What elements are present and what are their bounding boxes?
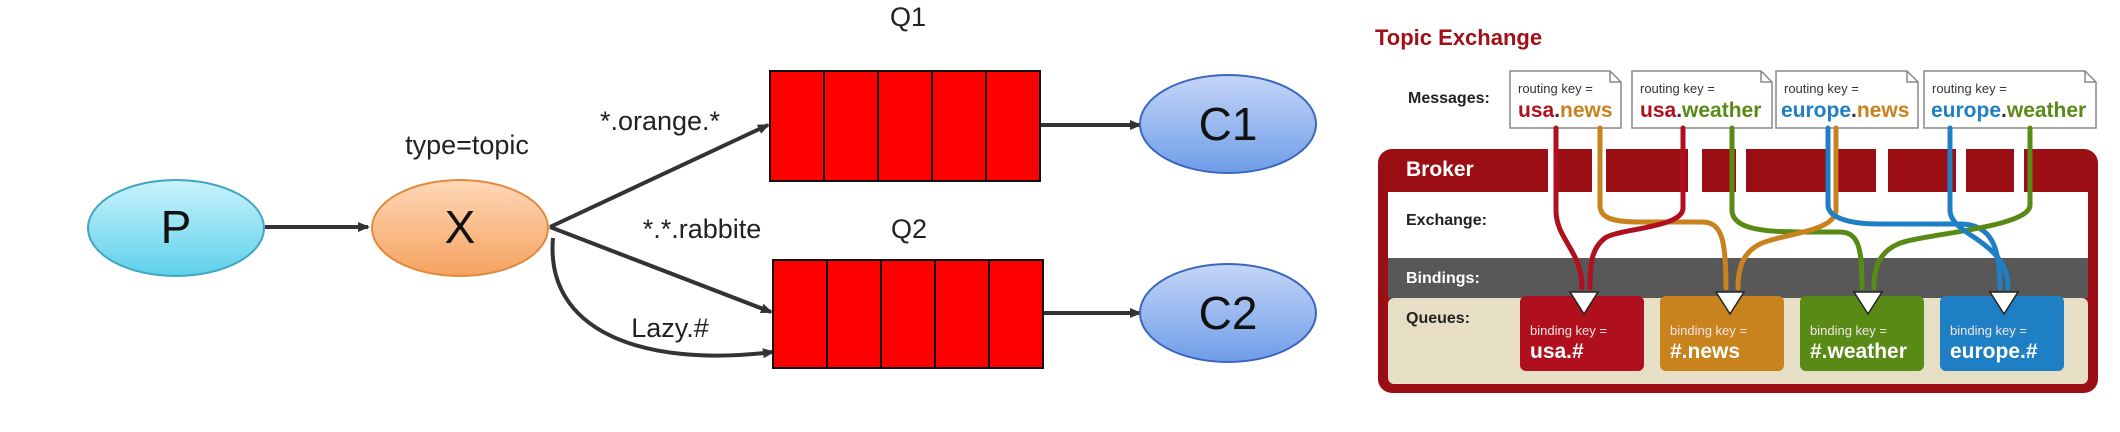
queue-caption: binding key = xyxy=(1670,323,1747,338)
consumer-c2-label: C2 xyxy=(1199,287,1258,339)
message-routing-key: usa.weather xyxy=(1640,99,1761,122)
message-card: routing key = europe.news xyxy=(1775,70,1919,129)
q1-binding-label: *.orange.* xyxy=(600,106,721,136)
routing-lines xyxy=(1553,125,2033,291)
message-caption: routing key = xyxy=(1784,81,1859,96)
message-routing-key: usa.news xyxy=(1518,99,1613,122)
exchange-node xyxy=(371,179,549,277)
queue-binding-key: europe.# xyxy=(1950,340,2038,363)
message-card: routing key = europe.weather xyxy=(1923,70,2097,129)
q1-queue xyxy=(769,70,1041,182)
queue-caption: binding key = xyxy=(1530,323,1607,338)
consumer-c1-node xyxy=(1139,74,1317,174)
queue-box: binding key = #.weather xyxy=(1800,296,1924,371)
queue-box: binding key = #.news xyxy=(1660,296,1784,371)
queue-binding-key: #.weather xyxy=(1810,340,1907,363)
message-caption: routing key = xyxy=(1932,81,2007,96)
queue-caption: binding key = xyxy=(1950,323,2027,338)
topic-exchange-title: Topic Exchange xyxy=(1375,25,1542,50)
message-card: routing key = usa.news xyxy=(1509,70,1622,129)
queue-binding-key: #.news xyxy=(1670,340,1740,363)
q2-queue xyxy=(772,259,1044,369)
consumer-c1-label: C1 xyxy=(1199,98,1258,150)
exchange-row-label: Exchange: xyxy=(1406,212,1487,229)
message-routing-key: europe.news xyxy=(1781,99,1909,122)
exchange-to-q2-arrow xyxy=(549,225,773,314)
left-diagram: P X type=topic Q1 *.orange.* Q2 *.*.rabb… xyxy=(87,2,1317,369)
message-routing-key: europe.weather xyxy=(1931,99,2086,122)
exchange-to-q1-arrow xyxy=(549,123,770,229)
q2-lazy-binding-label: Lazy.# xyxy=(631,313,709,343)
exchange-to-q2-lazy-arrow xyxy=(550,237,775,359)
consumer-c2-node xyxy=(1139,263,1317,363)
producer-node xyxy=(87,179,265,277)
queues-row-label: Queues: xyxy=(1406,310,1470,327)
q1-name: Q1 xyxy=(890,2,926,32)
broker-label: Broker xyxy=(1406,158,1474,181)
messages-row-label: Messages: xyxy=(1408,90,1490,107)
exchange-type-label: type=topic xyxy=(405,130,529,160)
message-card: routing key = usa.weather xyxy=(1631,70,1773,129)
message-caption: routing key = xyxy=(1518,81,1593,96)
q2-name: Q2 xyxy=(891,214,927,244)
queue-box: binding key = usa.# xyxy=(1520,296,1644,371)
queue-binding-key: usa.# xyxy=(1530,340,1584,363)
queue-caption: binding key = xyxy=(1810,323,1887,338)
message-caption: routing key = xyxy=(1640,81,1715,96)
queue-box: binding key = europe.# xyxy=(1940,296,2064,371)
producer-label: P xyxy=(161,201,192,253)
right-diagram: Topic Exchange Messages: routing key = u… xyxy=(1375,25,2098,393)
q2-binding-label: *.*.rabbite xyxy=(643,214,762,244)
binding-arrowheads xyxy=(1568,291,2020,316)
bindings-row-label: Bindings: xyxy=(1406,270,1480,287)
exchange-label: X xyxy=(445,201,476,253)
